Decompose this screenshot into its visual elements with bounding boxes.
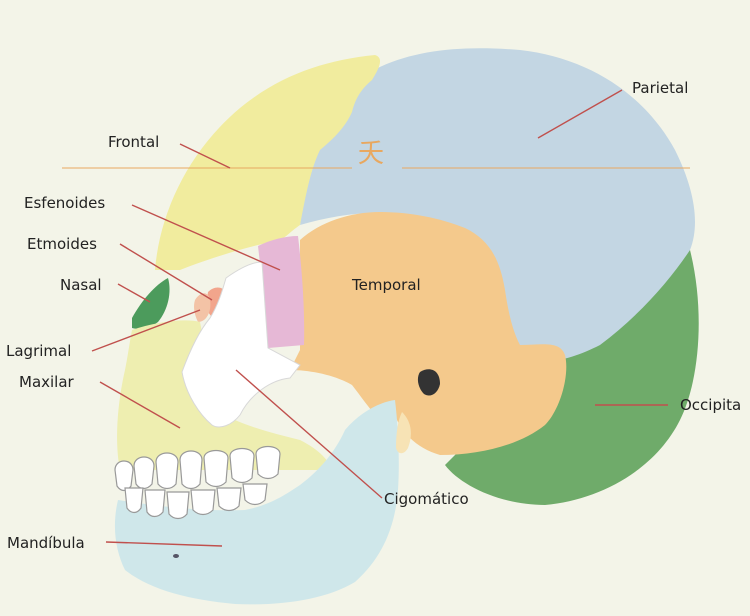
label-parietal: Parietal (632, 79, 689, 97)
lower-teeth (124, 483, 268, 520)
sphenoid-bone (258, 236, 305, 348)
temporal-bone (290, 212, 567, 455)
mandibula-leader (105, 541, 223, 547)
frontal-bone (155, 55, 381, 270)
label-mandibula: Mandíbula (7, 534, 85, 552)
esfenoides-leader (131, 204, 281, 271)
frontal-leader (179, 143, 231, 169)
label-temporal: Temporal (352, 276, 421, 294)
parietal-leader (537, 89, 623, 139)
maxilla-bone (117, 320, 332, 470)
maxilar-leader (99, 381, 181, 429)
cigomatico-leader (235, 369, 383, 499)
mental-foramen (173, 554, 179, 558)
label-esfenoides: Esfenoides (24, 194, 106, 212)
label-frontal: Frontal (108, 133, 160, 151)
lacrimal-bone (194, 293, 211, 322)
label-lagrimal: Lagrimal (6, 342, 72, 360)
nasal-leader (117, 283, 151, 303)
nasal-bone (132, 278, 170, 329)
mandible-bone (114, 400, 399, 605)
label-occipital: Occipita (680, 396, 742, 414)
upper-teeth (114, 445, 281, 492)
external-ear-canal (417, 369, 440, 396)
label-maxilar: Maxilar (19, 373, 74, 391)
styloid-process (396, 412, 411, 454)
etmoides-leader (119, 243, 213, 301)
parietal-bone (300, 48, 695, 363)
label-nasal: Nasal (60, 276, 102, 294)
lagrimal-leader (91, 309, 201, 352)
zygomatic-bone (181, 261, 301, 428)
label-etmoides: Etmoides (27, 235, 97, 253)
watermark-glyph: 夭 (358, 139, 384, 169)
label-cigomatico: Cigomático (384, 490, 469, 508)
